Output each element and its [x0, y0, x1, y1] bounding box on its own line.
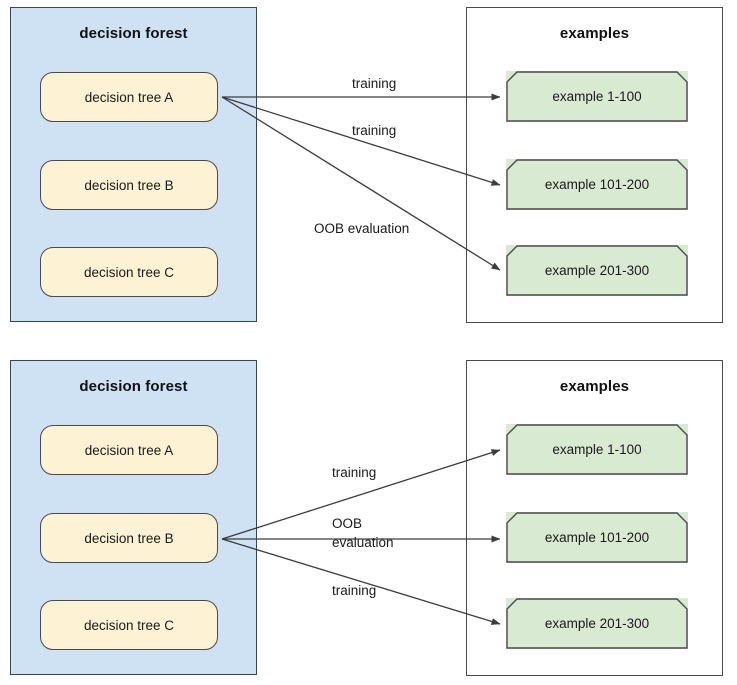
decision-tree-b-top[interactable]: decision tree B: [40, 160, 218, 210]
example-1-100-bottom[interactable]: example 1-100: [506, 424, 688, 475]
diagram-top: decision forest decision tree A decision…: [10, 7, 723, 323]
example-101-200-top[interactable]: example 101-200: [506, 159, 688, 210]
note-shape-icon: [506, 512, 688, 563]
edge-label-training-2-bottom: training: [332, 583, 377, 598]
decision-tree-b-bottom[interactable]: decision tree B: [40, 513, 218, 563]
node-label: example 201-300: [544, 616, 650, 631]
node-label: decision tree B: [84, 530, 174, 546]
edge-label-evaluation-bottom: evaluation: [332, 535, 394, 550]
node-label: example 1-100: [552, 89, 642, 104]
node-label: example 101-200: [544, 530, 650, 545]
node-label: decision tree A: [84, 442, 174, 458]
edge-label-oob-bottom: OOB: [332, 516, 363, 531]
node-label: example 201-300: [544, 263, 650, 278]
example-201-300-bottom[interactable]: example 201-300: [506, 598, 688, 649]
node-label: example 1-100: [552, 442, 642, 457]
decision-forest-title-bottom: decision forest: [79, 378, 188, 395]
note-shape-icon: [506, 71, 688, 122]
edge-label-training-1-top: training: [352, 76, 397, 91]
diagram-bottom: decision forest decision tree A decision…: [0, 343, 737, 685]
note-shape-icon: [506, 159, 688, 210]
edge-label-training-2-top: training: [352, 123, 397, 138]
decision-tree-a-bottom[interactable]: decision tree A: [40, 425, 218, 475]
decision-tree-c-bottom[interactable]: decision tree C: [40, 600, 218, 650]
note-shape-icon: [506, 598, 688, 649]
node-label: decision tree B: [84, 177, 174, 193]
node-label: decision tree A: [84, 89, 174, 105]
decision-tree-a-top[interactable]: decision tree A: [40, 72, 218, 122]
node-label: decision tree C: [83, 264, 175, 280]
edge-label-training-1-bottom: training: [332, 465, 377, 480]
note-shape-icon: [506, 424, 688, 475]
node-label: example 101-200: [544, 177, 650, 192]
note-shape-icon: [506, 245, 688, 296]
edge-label-oob-evaluation-top: OOB evaluation: [314, 221, 410, 236]
example-101-200-bottom[interactable]: example 101-200: [506, 512, 688, 563]
decision-tree-c-top[interactable]: decision tree C: [40, 247, 218, 297]
example-201-300-top[interactable]: example 201-300: [506, 245, 688, 296]
decision-forest-title-top: decision forest: [79, 25, 188, 42]
example-1-100-top[interactable]: example 1-100: [506, 71, 688, 122]
node-label: decision tree C: [83, 617, 175, 633]
examples-title-top: examples: [559, 25, 630, 42]
edge-a-to-ex2: [221, 96, 501, 186]
examples-title-bottom: examples: [559, 378, 630, 395]
